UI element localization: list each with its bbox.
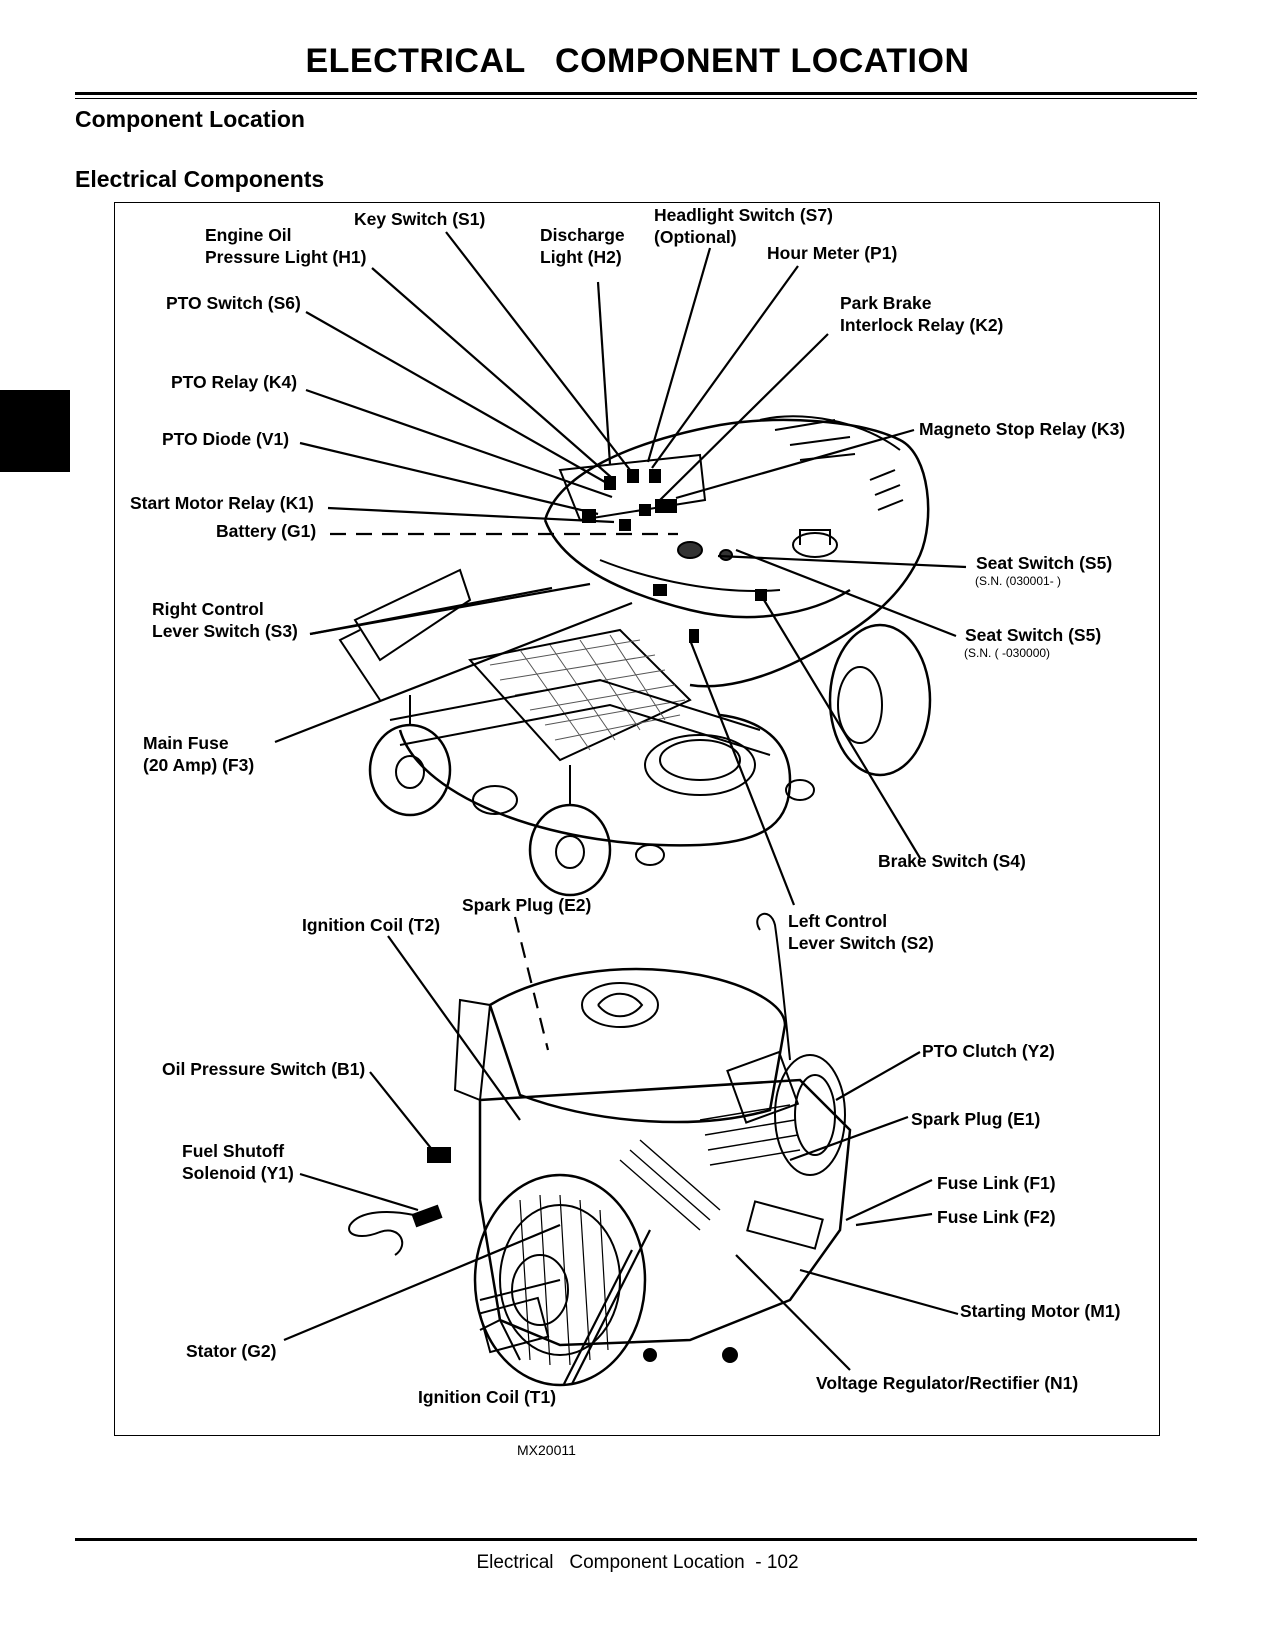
label-stator: Stator (G2) xyxy=(186,1341,277,1361)
engine-illustration xyxy=(348,912,852,1387)
label-magneto-stop-relay: Magneto Stop Relay (K3) xyxy=(919,419,1126,439)
label-pto-clutch: PTO Clutch (Y2) xyxy=(922,1041,1055,1061)
leader-lines xyxy=(274,231,967,1385)
section-heading: Component Location xyxy=(75,106,305,132)
label-seat-switch-a-sn: (S.N. (030001- ) xyxy=(975,574,1062,588)
label-battery: Battery (G1) xyxy=(216,521,317,541)
diagram-frame xyxy=(114,202,1160,1436)
label-voltage-regulator: Voltage Regulator/Rectifier (N1) xyxy=(816,1373,1079,1393)
label-engine-oil-pressure-light: Engine Oil Pressure Light (H1) xyxy=(205,225,367,267)
label-ignition-coil-t2: Ignition Coil (T2) xyxy=(302,915,441,935)
title-rule xyxy=(75,92,1197,95)
label-right-control-lever-switch: Right Control Lever Switch (S3) xyxy=(152,599,298,641)
subsection-heading: Electrical Components xyxy=(75,166,325,192)
label-spark-plug-e1: Spark Plug (E1) xyxy=(911,1109,1041,1129)
figure-id: MX20011 xyxy=(517,1442,576,1458)
label-fuel-shutoff-solenoid: Fuel Shutoff Solenoid (Y1) xyxy=(182,1141,294,1183)
label-pto-diode: PTO Diode (V1) xyxy=(162,429,290,449)
mower-illustration xyxy=(338,415,932,897)
label-oil-pressure-switch: Oil Pressure Switch (B1) xyxy=(162,1059,366,1079)
title-rule-thin xyxy=(75,98,1197,99)
label-spark-plug-e2: Spark Plug (E2) xyxy=(462,895,592,915)
page-footer: Electrical Component Location - 102 xyxy=(476,1552,799,1573)
label-hour-meter: Hour Meter (P1) xyxy=(767,243,898,263)
label-seat-switch-b-sn: (S.N. ( -030000) xyxy=(964,646,1051,660)
label-brake-switch: Brake Switch (S4) xyxy=(878,851,1026,871)
label-starting-motor: Starting Motor (M1) xyxy=(960,1301,1121,1321)
label-fuse-link-f2: Fuse Link (F2) xyxy=(937,1207,1056,1227)
page-title: ELECTRICAL COMPONENT LOCATION xyxy=(305,42,970,80)
label-pto-switch: PTO Switch (S6) xyxy=(166,293,301,313)
label-key-switch: Key Switch (S1) xyxy=(354,209,486,229)
footer-rule xyxy=(75,1538,1197,1541)
label-seat-switch-a: Seat Switch (S5) xyxy=(976,553,1113,573)
label-discharge-light: Discharge Light (H2) xyxy=(540,225,625,267)
label-fuse-link-f1: Fuse Link (F1) xyxy=(937,1173,1056,1193)
label-ignition-coil-t1: Ignition Coil (T1) xyxy=(418,1387,557,1407)
label-park-brake-interlock-relay: Park Brake Interlock Relay (K2) xyxy=(840,293,1004,335)
section-tab-marker xyxy=(0,390,70,472)
label-pto-relay: PTO Relay (K4) xyxy=(171,372,298,392)
label-start-motor-relay: Start Motor Relay (K1) xyxy=(130,493,314,513)
label-main-fuse: Main Fuse (20 Amp) (F3) xyxy=(143,733,255,775)
label-headlight-switch: Headlight Switch (S7) (Optional) xyxy=(654,205,833,247)
label-left-control-lever-switch: Left Control Lever Switch (S2) xyxy=(788,911,934,953)
label-seat-switch-b: Seat Switch (S5) xyxy=(965,625,1102,645)
